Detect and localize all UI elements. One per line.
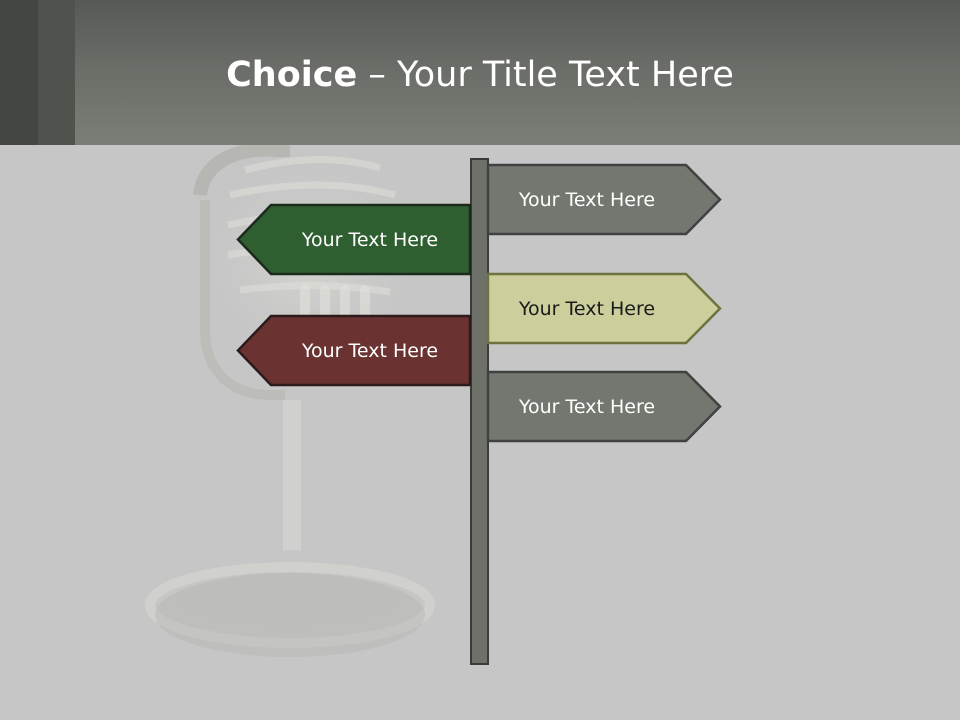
sign-label-3: Your Text Here (518, 297, 656, 320)
signpost-pole (470, 158, 489, 665)
slide-title: Choice – Your Title Text Here (0, 52, 960, 98)
title-bar-accent-dark (0, 0, 38, 145)
sign-arrow-4 (236, 314, 472, 387)
sign-label-1: Your Text Here (518, 188, 656, 211)
sign-arrow-2 (236, 203, 472, 276)
sign-arrow-1 (486, 163, 722, 236)
title-bar-accent (38, 0, 75, 145)
slide-title-rest: – Your Title Text Here (357, 55, 734, 95)
sign-label-2: Your Text Here (301, 228, 439, 251)
sign-arrow-5 (486, 370, 722, 443)
slide-title-bold: Choice (226, 55, 358, 95)
sign-arrow-3 (486, 272, 722, 345)
sign-label-5: Your Text Here (518, 395, 656, 418)
title-bar: Choice – Your Title Text Here (0, 0, 960, 145)
sign-label-4: Your Text Here (301, 339, 439, 362)
